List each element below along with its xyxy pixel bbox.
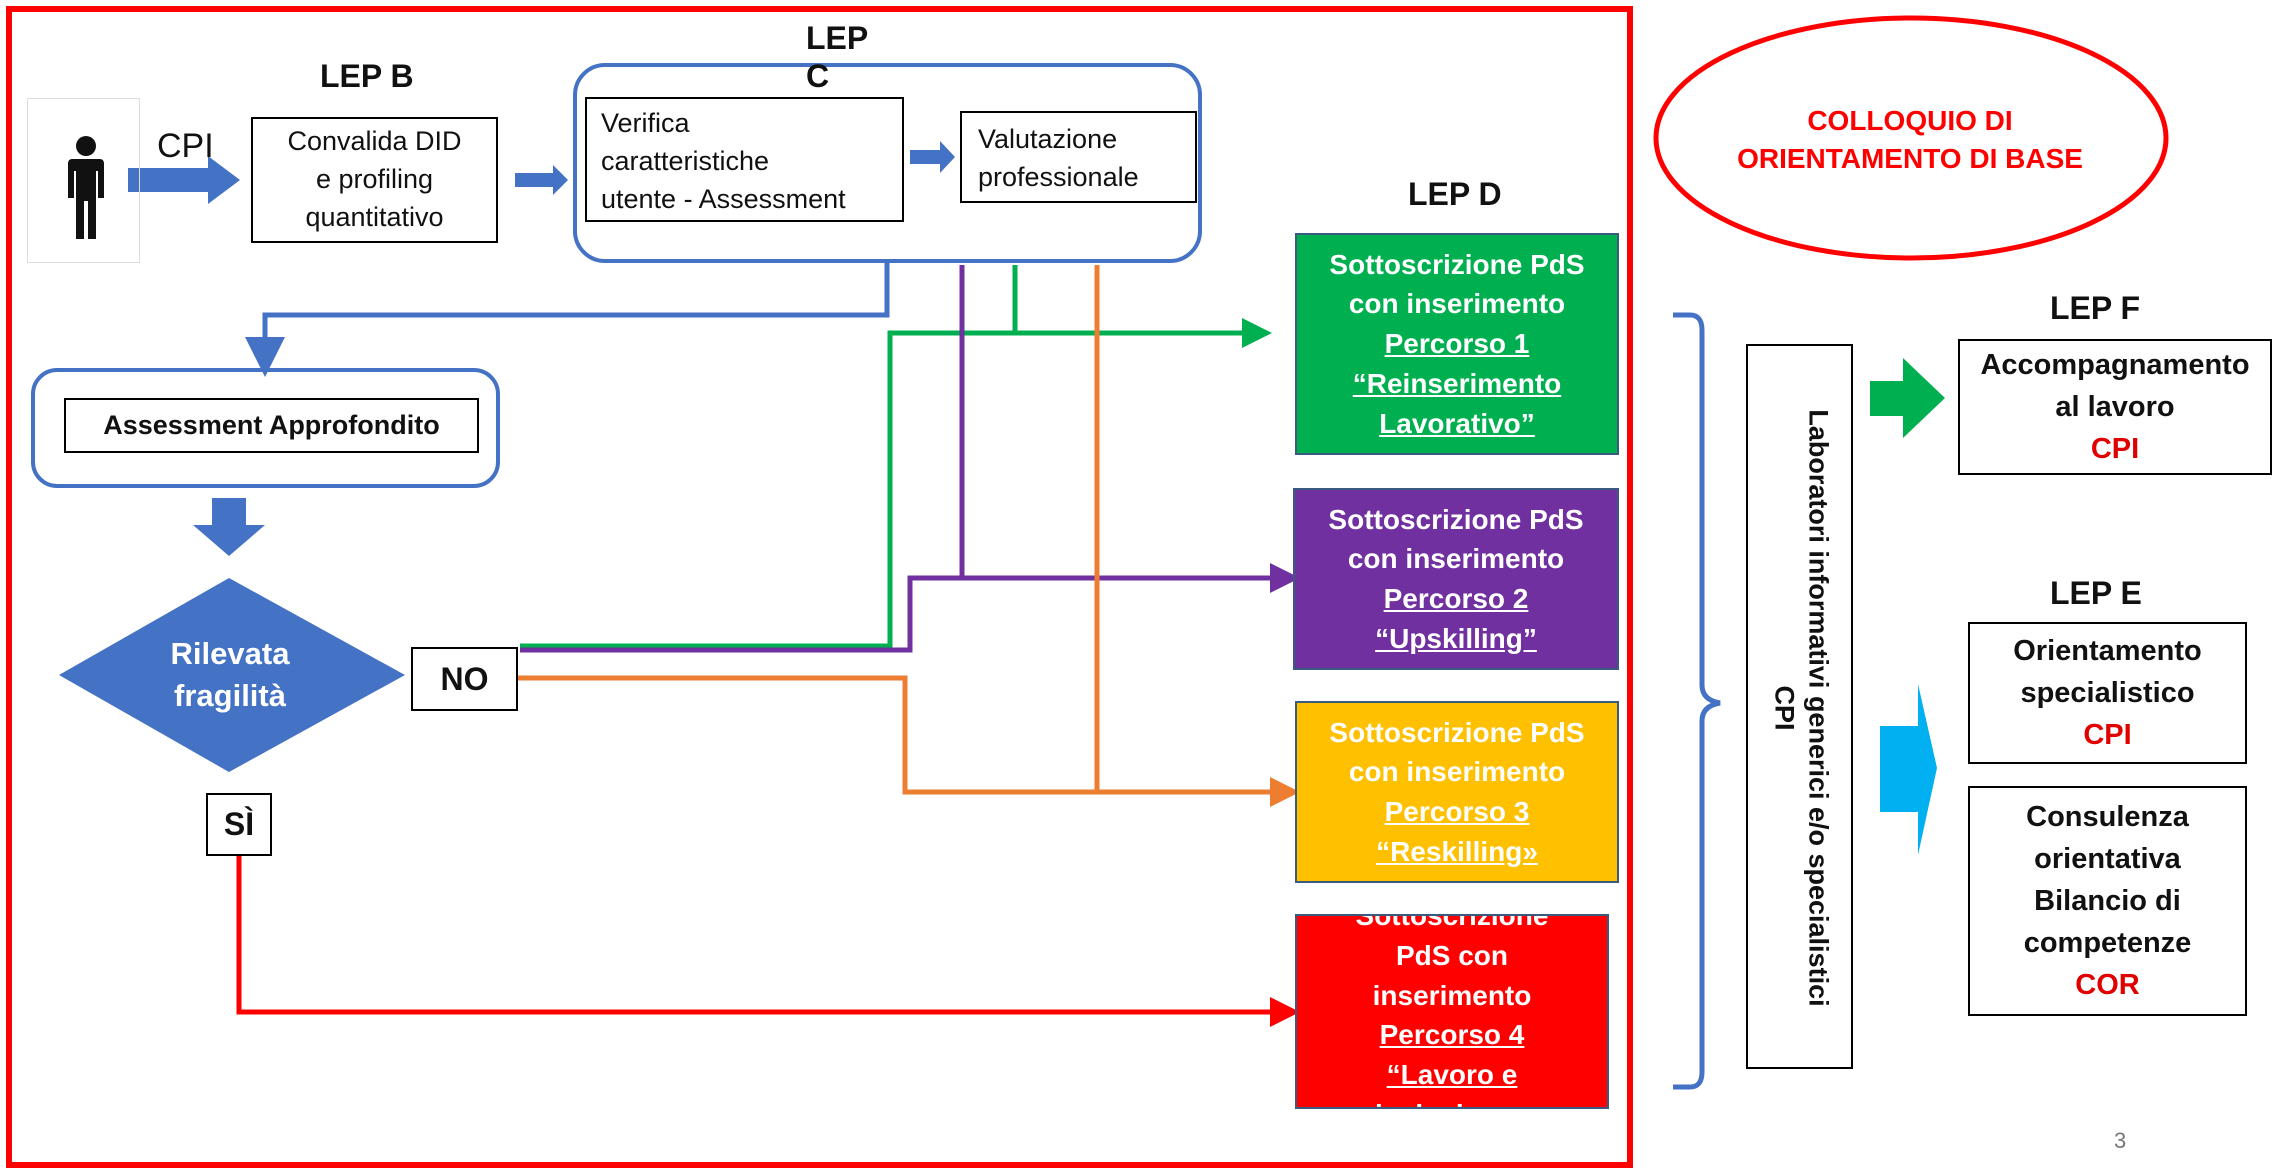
valutazione-box: Valutazione professionale bbox=[960, 111, 1197, 203]
percorso-line: Percorso 4 bbox=[1379, 1019, 1525, 1051]
lep-f-line: Accompagnamento bbox=[1980, 348, 2250, 381]
percorso-line: PdS con bbox=[1395, 939, 1508, 971]
percorso-2-box: Sottoscrizione PdS con inserimento Perco… bbox=[1293, 488, 1619, 670]
lep-e-line: Bilancio di bbox=[2034, 884, 2181, 917]
lep-e-line: Orientamento bbox=[2013, 634, 2202, 667]
diamond-label: Rilevata fragilità bbox=[100, 625, 360, 725]
lep-e-box-2: Consulenza orientativa Bilancio di compe… bbox=[1968, 786, 2247, 1016]
percorso-line: Sottoscrizione PdS bbox=[1329, 248, 1585, 280]
percorso-3-box: Sottoscrizione PdS con inserimento Perco… bbox=[1295, 701, 1619, 883]
percorso-line: “Reskilling» bbox=[1376, 835, 1538, 867]
lep-c-title-line: LEP bbox=[806, 20, 869, 56]
fragility-diamond bbox=[59, 578, 405, 772]
percorso-line: con inserimento bbox=[1347, 543, 1565, 575]
assessment-box: Assessment Approfondito bbox=[64, 398, 479, 453]
lep-e-box-1: Orientamento specialistico CPI bbox=[1968, 622, 2247, 764]
laboratori-box: Laboratori informativi generici e/o spec… bbox=[1746, 344, 1853, 1069]
cpi-arrow bbox=[128, 156, 240, 204]
down-arrow-to-diamond bbox=[193, 498, 265, 556]
person-icon-frame bbox=[27, 98, 140, 263]
laboratori-text: Laboratori informativi generici e/o spec… bbox=[1748, 346, 1855, 1071]
lep-d-title: LEP D bbox=[1408, 176, 1502, 212]
main-frame bbox=[6, 6, 1633, 1168]
percorso-line: “Upskilling” bbox=[1375, 622, 1537, 654]
valutazione-line: Valutazione bbox=[978, 124, 1118, 154]
valutazione-line: professionale bbox=[978, 161, 1139, 192]
lep-e-line: orientativa bbox=[2034, 842, 2181, 875]
laboratori-brace bbox=[1673, 312, 1721, 1090]
lep-e-line: specialistico bbox=[2020, 676, 2195, 709]
lep-f-title: LEP F bbox=[2050, 290, 2141, 326]
lep-b-line: quantitativo bbox=[305, 201, 444, 232]
lep-f-line: al lavoro bbox=[2055, 390, 2175, 423]
colloquio-line: ORIENTAMENTO DI BASE bbox=[1737, 143, 2083, 174]
cyan-right-arrow bbox=[1880, 684, 1937, 855]
percorso-line: Sottoscrizione PdS bbox=[1329, 716, 1585, 748]
percorso-4-text: Sottoscrizione PdS con inserimento Perco… bbox=[1297, 914, 1607, 1107]
lep-b-title: LEP B bbox=[320, 58, 414, 94]
percorso-line: Percorso 1 bbox=[1384, 328, 1530, 360]
percorso-line: con inserimento bbox=[1348, 756, 1566, 788]
verifica-line: Verifica bbox=[601, 108, 690, 138]
green-right-arrow bbox=[1870, 358, 1945, 438]
lep-e-title: LEP E bbox=[2050, 575, 2142, 611]
percorso-line: con inserimento bbox=[1348, 288, 1566, 320]
percorso-line: Sottoscrizione bbox=[1355, 914, 1549, 931]
laboratori-line: CPI bbox=[1770, 685, 1800, 731]
lep-f-tag: CPI bbox=[2090, 433, 2140, 466]
lepb-to-lepc-arrow bbox=[515, 165, 568, 195]
lep-f-box: Accompagnamento al lavoro CPI bbox=[1958, 339, 2272, 475]
verifica-line: caratteristiche bbox=[601, 145, 770, 176]
verifica-box: Verifica caratteristiche utente - Assess… bbox=[585, 97, 904, 222]
percorso-line: “Lavoro e bbox=[1386, 1059, 1518, 1090]
colloquio-line: COLLOQUIO DI bbox=[1807, 105, 2013, 137]
lep-c-title-line: C bbox=[806, 57, 830, 94]
percorso-line: “Reinserimento bbox=[1352, 367, 1562, 399]
person-icon bbox=[68, 136, 104, 239]
lep-b-line: Convalida DID bbox=[287, 126, 462, 157]
lepc-to-assessment-line bbox=[245, 261, 890, 377]
purple-path-line bbox=[520, 563, 1300, 653]
si-label: SÌ bbox=[206, 793, 272, 856]
percorso-line: Lavorativo” bbox=[1379, 407, 1535, 439]
verifica-to-valutazione-arrow bbox=[910, 141, 955, 173]
colloquio-label: COLLOQUIO DI ORIENTAMENTO DI BASE bbox=[1680, 85, 2140, 195]
lep-e-tag: COR bbox=[2075, 969, 2140, 1002]
cpi-label: CPI bbox=[157, 127, 214, 165]
green-path-line bbox=[520, 318, 1272, 649]
orange-path-line bbox=[517, 675, 1300, 807]
percorso-1-box: Sottoscrizione PdS con inserimento Perco… bbox=[1295, 233, 1619, 455]
lep-c-title: LEP C bbox=[806, 20, 868, 96]
page-number: 3 bbox=[2114, 1128, 2127, 1153]
percorso-line: Percorso 2 bbox=[1383, 583, 1529, 614]
percorso-4-box: Sottoscrizione PdS con inserimento Perco… bbox=[1295, 914, 1609, 1109]
percorso-line: inclusione» bbox=[1297, 1095, 1607, 1107]
lep-e-line: Consulenza bbox=[2026, 800, 2189, 833]
colloquio-ellipse bbox=[1653, 15, 2169, 261]
laboratori-line: Laboratori informativi generici e/o spec… bbox=[1803, 409, 1834, 1007]
no-label: NO bbox=[411, 647, 518, 711]
lep-b-line: e profiling bbox=[315, 164, 434, 195]
lep-e-tag: CPI bbox=[2083, 719, 2132, 752]
percorso-line: inserimento bbox=[1372, 979, 1532, 1011]
percorso-line: Percorso 3 bbox=[1384, 796, 1530, 827]
diamond-line: Rilevata bbox=[170, 636, 290, 672]
lep-b-box: Convalida DID e profiling quantitativo bbox=[251, 117, 498, 243]
red-path-line bbox=[236, 856, 1300, 1027]
diamond-line: fragilità bbox=[174, 678, 286, 713]
percorso-line: Sottoscrizione PdS bbox=[1328, 503, 1584, 535]
verifica-line: utente - Assessment bbox=[601, 183, 846, 214]
lep-e-line: competenze bbox=[2023, 927, 2192, 960]
